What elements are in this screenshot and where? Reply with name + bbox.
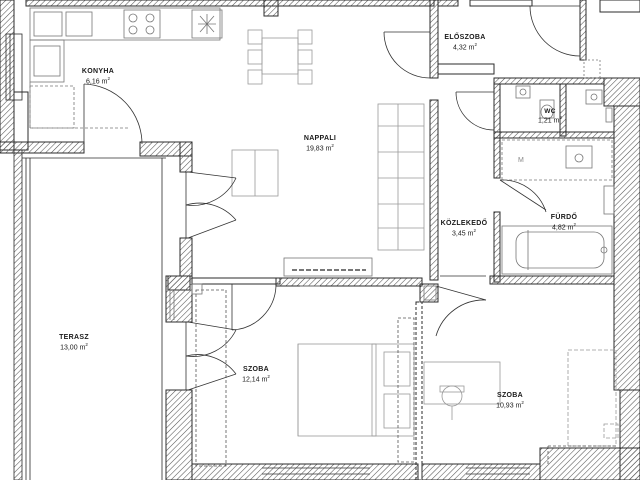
room-area: 12,14 m2: [242, 374, 270, 384]
room-label-furdo: FÜRDŐ 4,82 m2: [544, 214, 584, 232]
room-area: 13,00 m2: [60, 342, 88, 352]
sofa: [377, 103, 425, 251]
entry-details: [169, 59, 601, 320]
wc-right-fixtures: [585, 89, 613, 123]
room-label-kozlekedo: KÖZLEKEDŐ 3,45 m2: [438, 220, 490, 238]
room-name: SZOBA: [243, 366, 269, 373]
wc-fixtures: [515, 85, 555, 120]
room-label-konyha: KONYHA 6,16 m2: [78, 68, 118, 86]
room-area: 10,93 m2: [496, 400, 524, 410]
kitchen-window: [5, 33, 23, 101]
room-label-wc: WC 1,21 m2: [534, 108, 566, 126]
tv-cabinet: [283, 257, 373, 277]
bathroom-fixtures: [501, 139, 613, 275]
room-area: 1,21 m2: [538, 115, 562, 125]
room-name: SZOBA: [497, 392, 523, 399]
room-area: 19,83 m2: [306, 143, 334, 153]
room-area: 4,32 m2: [453, 42, 477, 52]
desk: [423, 361, 501, 420]
room-label-szoba-2: SZOBA 10,93 m2: [490, 392, 530, 410]
fixture-label: M: [518, 157, 524, 164]
bed-2: [567, 349, 619, 447]
dining-table: [247, 29, 313, 85]
room-name: WC: [544, 108, 556, 115]
terrace: [13, 149, 166, 480]
doors: [83, 5, 581, 475]
room-label-szoba-1: SZOBA 12,14 m2: [236, 366, 276, 384]
room-label-nappali: NAPPALI 19,83 m2: [290, 135, 350, 153]
wardrobe-2: [547, 445, 616, 464]
room-name: FÜRDŐ: [550, 214, 578, 221]
room-label-terasz: TERASZ 13,00 m2: [52, 334, 96, 352]
room-name: ELŐSZOBA: [444, 34, 486, 41]
washing-machine: [603, 185, 615, 215]
bed-1: [297, 343, 415, 437]
room-label-eloszoba: ELŐSZOBA 4,32 m2: [440, 34, 490, 52]
room-area: 6,16 m2: [86, 76, 110, 86]
room-name: TERASZ: [59, 334, 89, 341]
room-area: 4,82 m2: [552, 222, 576, 232]
kitchen-furniture: [29, 7, 223, 129]
wardrobe-1: [195, 289, 415, 467]
room-area: 3,45 m2: [452, 228, 476, 238]
room-name: NAPPALI: [303, 135, 337, 142]
armchair: [231, 149, 279, 197]
room-name: KÖZLEKEDŐ: [440, 220, 488, 227]
room-name: KONYHA: [81, 68, 115, 75]
